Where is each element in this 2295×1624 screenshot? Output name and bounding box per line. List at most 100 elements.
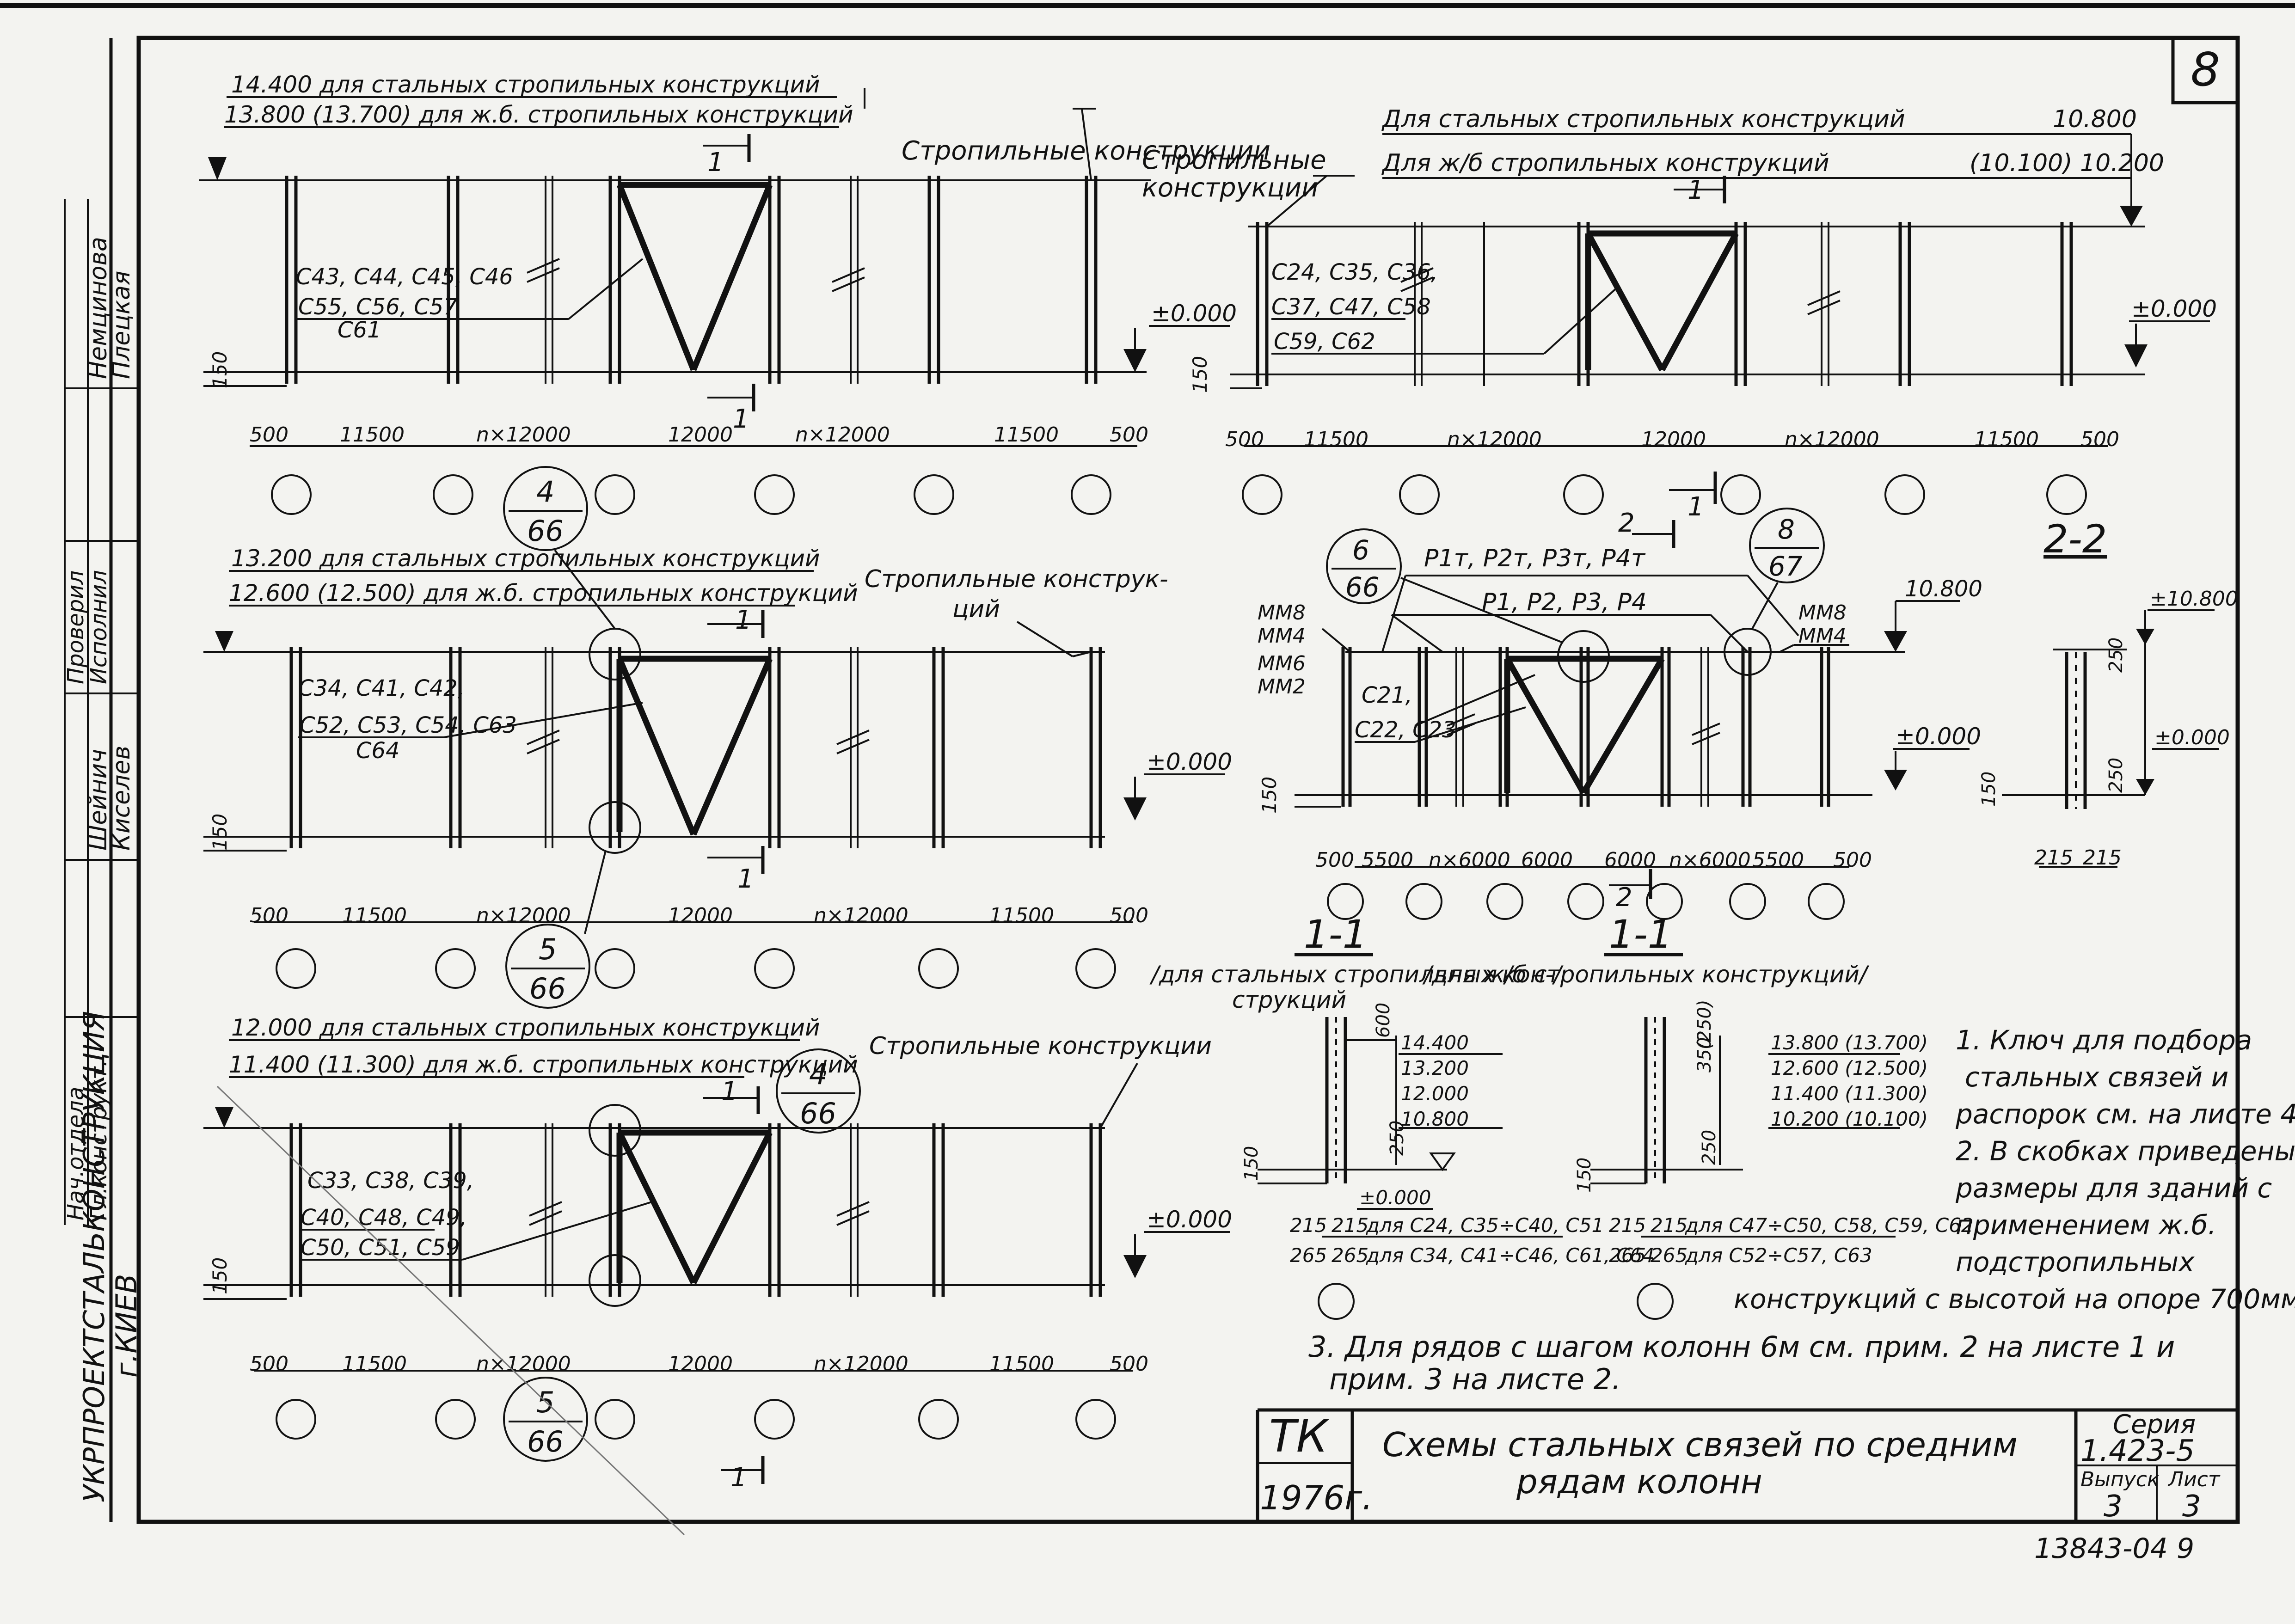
side-stamp: УКРПРОЕКТСТАЛЬКОНСТРУКЦИЯ г.КИЕВ Нач.отд… [63, 199, 143, 1502]
tr-dim-6: 500 [2080, 428, 2119, 451]
mr-struts: Р1, Р2, Р3, Р4 [1482, 588, 1647, 616]
mr-dim-4: 6000 [1604, 848, 1656, 872]
tr-h150: 150 [1189, 356, 1211, 393]
note-4: размеры для зданий с [1955, 1172, 2272, 1204]
bl-line1: 12.000 для стальных стропильных конструк… [231, 1014, 820, 1041]
bl-zero: ±0.000 [1147, 1206, 1232, 1233]
elevation-mid-left: 13.200 для стальных стропильных конструк… [203, 545, 1232, 989]
stamp-role-0: Нач.отдела [63, 1087, 89, 1220]
s11r-r2a: 265 [1609, 1244, 1646, 1267]
notes: 1. Ключ для подбора стальных связей и ра… [1308, 1024, 2295, 1396]
paper-crease [216, 1085, 685, 1536]
bl-brace-1: С40, С48, С49, [301, 1205, 467, 1231]
s11s-r1t: для С24, С35÷С40, С51 [1366, 1214, 1604, 1237]
ml-dim-6: 500 [1110, 904, 1148, 927]
series-value: 1.423-5 [2080, 1434, 2195, 1468]
s22-title-top: 2-2 [2043, 516, 2107, 562]
mr-mark-3: ММ2 [1258, 675, 1306, 699]
tr-dim-3: 12000 [1641, 428, 1706, 451]
page-label: Лист [2167, 1468, 2221, 1491]
tl-h150: 150 [209, 351, 231, 388]
stamp-name-1: Киселев [108, 746, 135, 851]
ml-line1: 13.200 для стальных стропильных конструк… [231, 545, 820, 572]
mr-brace-1: С22, С23 [1355, 717, 1456, 743]
note-8: 3. Для рядов с шагом колонн 6м см. прим.… [1308, 1330, 2175, 1364]
tl-line2: 13.800 (13.700) для ж.б. стропильных кон… [224, 101, 853, 128]
elevation-mid-right: 2 Р1т, Р2т, Р3т, Р4т Р1, Р2, Р3, Р4 ММ8 … [1258, 508, 1982, 920]
tr-dim-2: n×12000 [1447, 428, 1542, 451]
tl-dim-3: 12000 [668, 423, 733, 447]
s11r-r2t: для С52÷С57, С63 [1685, 1244, 1872, 1267]
tr-line1-val: 10.800 [2053, 105, 2137, 133]
mr-rmark-1: ММ4 [1798, 624, 1847, 648]
tl-zero: ±0.000 [1151, 300, 1237, 327]
mr-dim-0: 500 [1315, 848, 1354, 872]
ml-dim-2: n×12000 [476, 904, 571, 927]
sheet-title-2: рядам колонн [1516, 1462, 1762, 1501]
tr-brace-0: С24, С35, С36, [1271, 259, 1438, 285]
section-1-1-steel: 1-1 /для стальных стропильных кон-/ стру… [1149, 912, 1655, 1320]
stamp-city: г.КИЕВ [110, 1274, 143, 1378]
s11r-level-3: 10.200 (10.100) [1771, 1108, 1928, 1130]
mr-brace-0: С21, [1362, 682, 1412, 708]
tl-dim-2: n×12000 [476, 423, 571, 447]
note-5: применением ж.б. [1956, 1209, 2216, 1241]
mr-dim-1: 5500 [1362, 848, 1413, 872]
ml-dim-0: 500 [250, 904, 288, 927]
issue-value: 3 [2104, 1489, 2123, 1524]
s11s-zero: ±0.000 [1359, 1186, 1431, 1209]
stamp-tk: ТК [1269, 1410, 1330, 1462]
tr-line2-val: (10.100) 10.200 [1970, 149, 2164, 177]
tr-truss-label: Стропильные [1142, 145, 1326, 175]
bottom-code: 13843-04 9 [2034, 1532, 2194, 1565]
callout-node8: 8 67 [1749, 508, 1825, 629]
s11s-h150: 150 [1241, 1146, 1262, 1181]
mr-h150: 150 [1258, 777, 1281, 814]
ml-cut1-bot: 1 [737, 864, 754, 894]
s11s-level-3: 10.800 [1401, 1108, 1469, 1130]
tr-line2: Для ж/б стропильных конструкций [1381, 149, 1829, 177]
s11r-d350: 350 [1694, 1037, 1715, 1072]
s11s-d600: 600 [1373, 1003, 1394, 1038]
s11s-title: 1-1 [1304, 912, 1367, 957]
sheet-number: 8 [2191, 43, 2220, 97]
s11s-level-0: 14.400 [1401, 1031, 1469, 1054]
callout-8-sheet: 67 [1768, 551, 1803, 582]
bl-dim-3: 12000 [668, 1352, 733, 1376]
mr-rmark-0: ММ8 [1798, 601, 1847, 625]
tl-dim-5: 11500 [994, 423, 1059, 447]
note-1: стальных связей и [1965, 1061, 2228, 1093]
mr-dim-5: n×6000 [1669, 848, 1751, 872]
s11r-level-1: 12.600 (12.500) [1771, 1057, 1928, 1079]
mr-dim-2: n×6000 [1429, 848, 1510, 872]
bl-dim-0: 500 [250, 1352, 288, 1376]
stamp-org: УКРПРОЕКТСТАЛЬКОНСТРУКЦИЯ [77, 1011, 111, 1502]
s22-top: ±10.800 [2150, 587, 2238, 611]
bl-dim-5: 11500 [989, 1352, 1054, 1376]
s11r-sub: /для ж/б стропильных конструкций/ [1422, 961, 1870, 988]
ml-cut1-top: 1 [735, 605, 752, 635]
elevation-top-left: Стропильные конструкции 14.400 для сталь… [199, 71, 1270, 515]
ml-brace-2: С64 [356, 738, 400, 764]
s11r-level-2: 11.400 (11.300) [1771, 1082, 1928, 1105]
bl-cut1-bot: 1 [730, 1463, 747, 1493]
tr-cut1-bot: 1 [1688, 492, 1704, 522]
bl-dim-2: n×12000 [476, 1352, 571, 1376]
s22-d250b: 250 [2105, 758, 2127, 793]
ml-truss-label: Стропильные конструк- [865, 565, 1168, 593]
callout-node5-b: 5 66 [503, 1377, 588, 1462]
tr-cut1-top: 1 [1688, 175, 1704, 205]
bl-dim-4: n×12000 [814, 1352, 908, 1376]
stamp-year: 1976г. [1260, 1478, 1373, 1517]
tl-cut1-bot: 1 [733, 404, 749, 434]
ml-dim-3: 12000 [668, 904, 733, 927]
tr-truss-label2: конструкции [1142, 173, 1319, 203]
note-3: 2. В скобках приведены [1956, 1135, 2295, 1167]
sheet-title-1: Схемы стальных связей по средним [1382, 1425, 2018, 1464]
mr-struts-t: Р1т, Р2т, Р3т, Р4т [1424, 545, 1646, 572]
bl-dim-6: 500 [1110, 1352, 1148, 1376]
ml-dim-4: n×12000 [814, 904, 908, 927]
s11r-r2b: 265 [1651, 1244, 1688, 1267]
s11r-r1t: для С47÷С50, С58, С59, С62 [1685, 1214, 1974, 1237]
